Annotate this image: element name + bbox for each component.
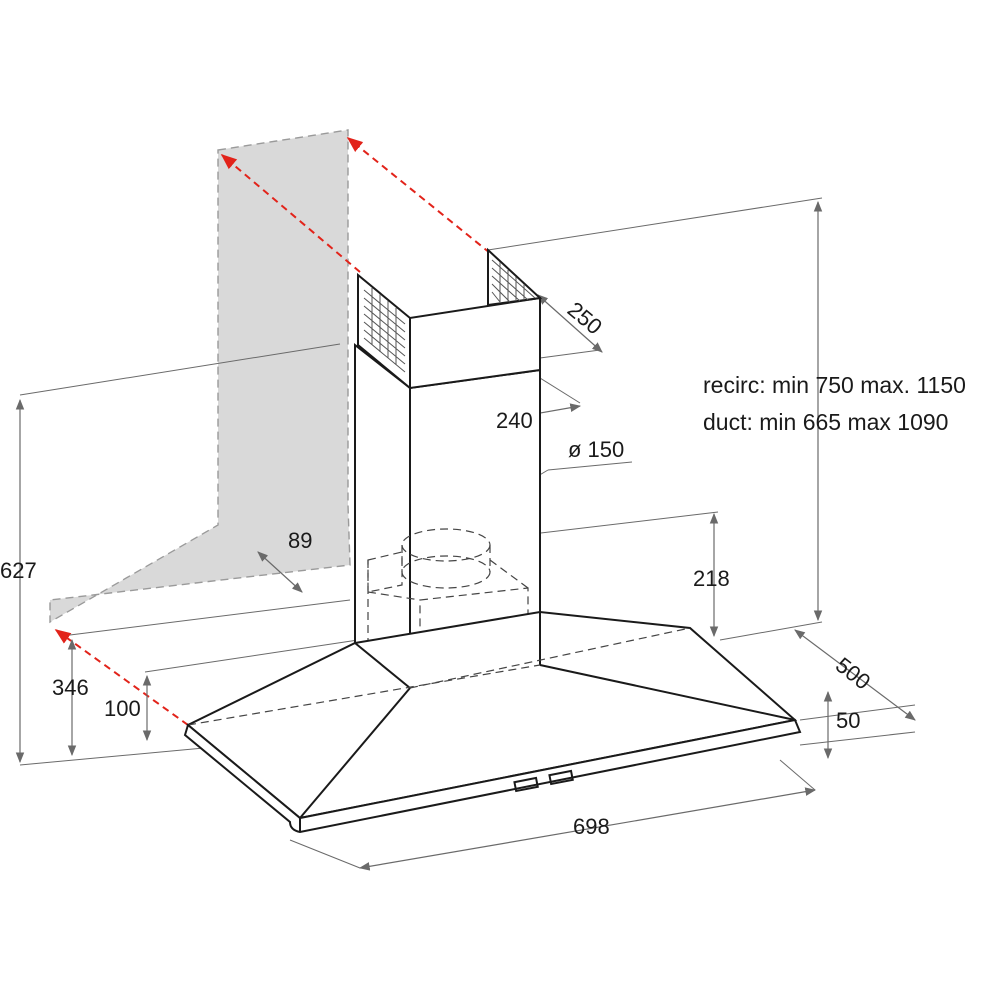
note-recirc: recirc: min 750 max. 1150 [703, 372, 966, 398]
dim-rim-height: 50 [836, 708, 860, 733]
dim-hood-width: 698 [573, 814, 610, 839]
dim-side-height: 346 [52, 675, 89, 700]
red-depth-guides [54, 136, 491, 726]
hood-rim [183, 718, 802, 834]
dim-chimney-depth: 250 [563, 297, 607, 340]
note-duct: duct: min 665 max 1090 [703, 409, 948, 435]
dim-wall-offset: 89 [288, 528, 312, 553]
dim-chimney-width: 240 [496, 408, 533, 433]
control-panel[interactable] [513, 769, 574, 793]
control-button-right[interactable] [548, 769, 574, 786]
dim-total-height: 627 [0, 558, 37, 583]
control-button-left[interactable] [513, 776, 539, 793]
dim-outlet-diameter: ø 150 [568, 437, 624, 462]
vent-grille-right [491, 259, 536, 303]
dim-front-height: 218 [693, 566, 730, 591]
dim-edge-height: 100 [104, 696, 141, 721]
chimney-upper [357, 247, 543, 390]
wall-outline [49, 129, 351, 624]
vent-grille-left [363, 288, 406, 373]
dim-hood-depth: 500 [831, 652, 875, 694]
